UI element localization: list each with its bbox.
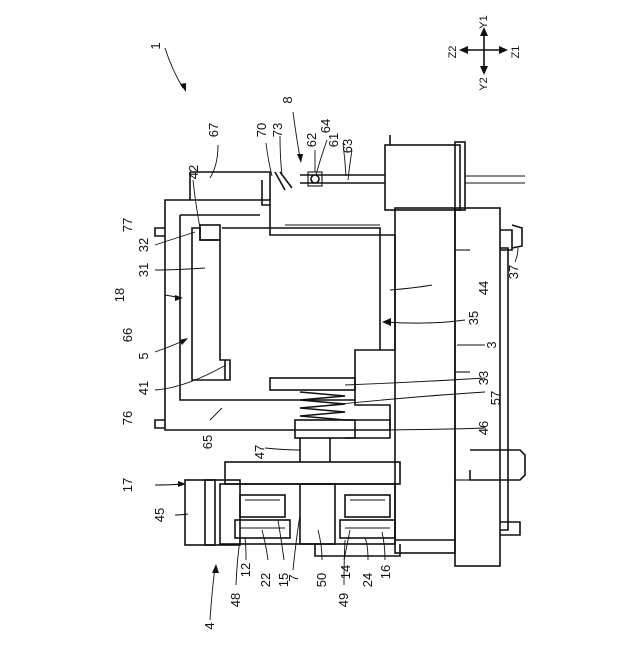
- axis-indicator: [459, 27, 508, 75]
- case-18: [155, 172, 395, 430]
- ref-label-66: 66: [120, 328, 135, 342]
- coil-spring: [270, 378, 390, 438]
- ref-label-64: 64: [318, 119, 333, 133]
- ref-label-42: 42: [186, 165, 201, 179]
- ref-label-8: 8: [280, 96, 295, 103]
- ref-label-31: 31: [136, 263, 151, 277]
- ref-label-22: 22: [258, 573, 273, 587]
- ref-label-41: 41: [136, 381, 151, 395]
- ref-label-5: 5: [136, 352, 151, 359]
- ref-label-63: 63: [340, 139, 355, 153]
- axis-label-z2: Z2: [447, 46, 459, 59]
- axis-label-y1: Y1: [478, 15, 490, 28]
- ref-label-45: 45: [152, 508, 167, 522]
- ref-label-24: 24: [360, 573, 375, 587]
- ref-label-12: 12: [238, 563, 253, 577]
- reference-numerals: 1 67 70 73 8 62 64 61 63 42 77 32 31 18 …: [112, 42, 521, 629]
- ref-label-17: 17: [120, 478, 135, 492]
- armature-block: [192, 225, 380, 380]
- ref-label-65: 65: [200, 435, 215, 449]
- ref-label-44: 44: [476, 281, 491, 295]
- ref-label-46: 46: [476, 421, 491, 435]
- ref-label-70: 70: [254, 123, 269, 137]
- ref-label-61: 61: [326, 133, 341, 147]
- base-block: [395, 208, 525, 566]
- ref-label-18: 18: [112, 288, 127, 302]
- ref-label-50: 50: [314, 573, 329, 587]
- axis-label-y2: Y2: [478, 77, 490, 90]
- ref-label-67: 67: [206, 123, 221, 137]
- ref-label-14: 14: [338, 565, 353, 579]
- ref-label-49: 49: [336, 593, 351, 607]
- ref-label-16: 16: [378, 565, 393, 579]
- ref-label-37: 37: [506, 265, 521, 279]
- ref-label-33: 33: [476, 371, 491, 385]
- ref-label-48: 48: [228, 593, 243, 607]
- ref-label-15: 15: [276, 573, 291, 587]
- ref-label-62: 62: [304, 133, 319, 147]
- ref-label-1: 1: [148, 42, 163, 49]
- ref-label-32: 32: [136, 238, 151, 252]
- ref-label-77: 77: [120, 218, 135, 232]
- axis-label-z1: Z1: [510, 46, 522, 59]
- ref-label-3: 3: [484, 341, 499, 348]
- ref-label-76: 76: [120, 411, 135, 425]
- ref-label-4: 4: [202, 622, 217, 629]
- ref-label-73: 73: [270, 123, 285, 137]
- ref-label-35: 35: [466, 311, 481, 325]
- ref-label-47: 47: [252, 445, 267, 459]
- ref-label-57: 57: [488, 391, 503, 405]
